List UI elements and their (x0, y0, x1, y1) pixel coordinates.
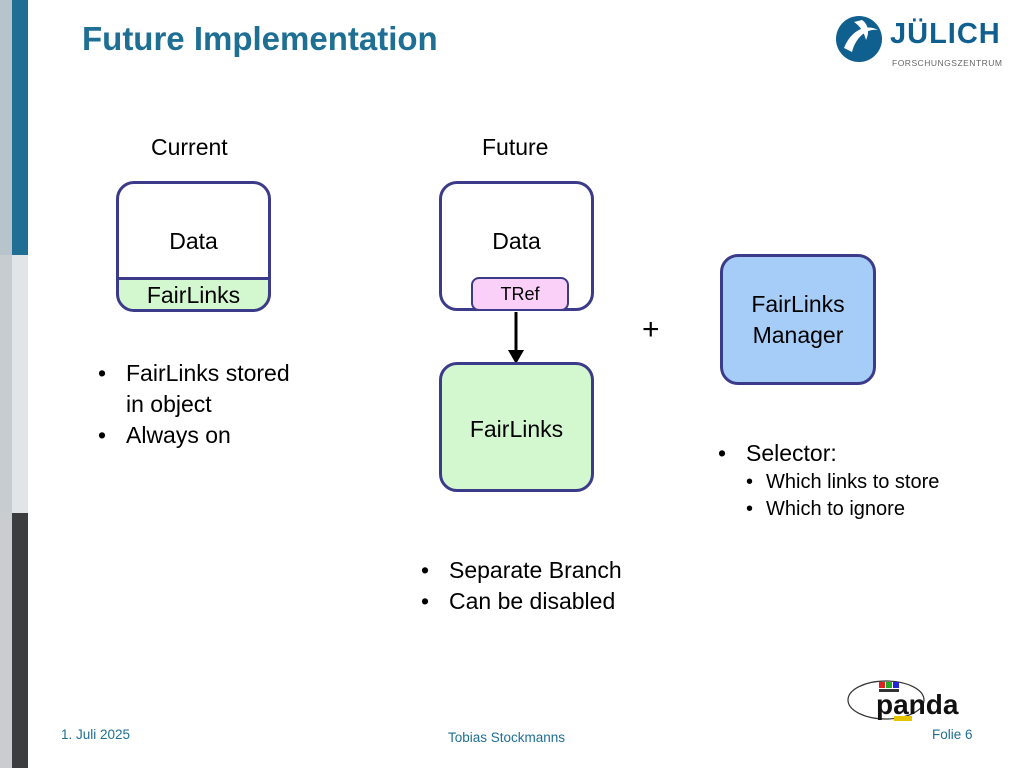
manager-sub-bullet-list: Which links to store Which to ignore (746, 469, 939, 523)
footer-page-number: Folie 6 (932, 727, 973, 742)
left-stripe-middle-accent (12, 255, 28, 513)
future-bullet-1: Separate Branch (417, 555, 622, 586)
future-bullet-list: Separate Branch Can be disabled (417, 555, 622, 617)
plus-sign: + (642, 313, 660, 346)
manager-label-line1: FairLinks (751, 291, 845, 317)
future-tref-tag: TRef (471, 277, 569, 311)
future-bullet-2: Can be disabled (417, 586, 622, 617)
svg-text:panda: panda (876, 689, 959, 720)
current-bullet-1: FairLinks stored (94, 358, 290, 389)
slide-title: Future Implementation (82, 20, 438, 57)
manager-sub-bullet-2: Which to ignore (746, 496, 939, 523)
manager-label-line2: Manager (752, 322, 844, 348)
manager-sub-bullet-1: Which links to store (746, 469, 939, 496)
future-data-label: Data (492, 228, 541, 254)
tref-arrow-icon (508, 312, 524, 364)
manager-bullet-list: Selector: (714, 438, 837, 469)
current-bullet-1-cont: in object (126, 391, 212, 417)
future-fairlinks-label: FairLinks (469, 416, 564, 442)
julich-logo-subtitle: FORSCHUNGSZENTRUM (892, 58, 1003, 68)
left-stripe-bottom-accent (12, 513, 28, 768)
future-heading: Future (482, 134, 549, 160)
current-data-label: Data (169, 228, 218, 254)
current-bullet-2: Always on (94, 420, 290, 451)
current-heading: Current (151, 134, 228, 160)
future-fairlinks-box: FairLinks (439, 362, 594, 492)
julich-logo-icon (836, 16, 882, 62)
julich-logo: JÜLICH FORSCHUNGSZENTRUM (834, 14, 1006, 72)
footer-author: Tobias Stockmanns (448, 730, 566, 745)
current-fairlinks-tag: FairLinks (116, 277, 271, 312)
left-stripe-top-accent (12, 0, 28, 255)
panda-logo-icon: panda (847, 680, 959, 721)
manager-bullet-selector: Selector: (714, 438, 837, 469)
julich-logo-name: JÜLICH (890, 18, 1001, 50)
footer-date: 1. Juli 2025 (61, 727, 131, 742)
fairlinks-manager-box: FairLinks Manager (720, 254, 876, 385)
panda-logo: panda (846, 678, 1012, 722)
current-bullet-list: FairLinks stored in object Always on (94, 358, 290, 451)
